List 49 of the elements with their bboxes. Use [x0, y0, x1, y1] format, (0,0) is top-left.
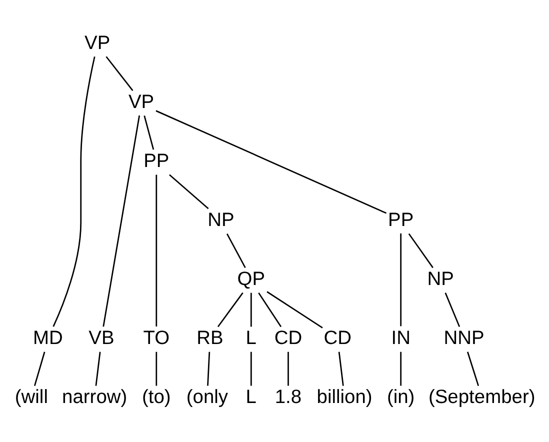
- node-text: 1.8: [274, 387, 302, 408]
- connector: [106, 56, 134, 91]
- node-text: L: [246, 328, 257, 350]
- connector: [169, 174, 209, 210]
- connector: [217, 292, 244, 328]
- connector: [338, 352, 344, 386]
- connector: [400, 352, 402, 386]
- connector: [144, 116, 154, 150]
- connector: [466, 352, 480, 386]
- connector: [266, 291, 323, 328]
- connector: [288, 352, 289, 386]
- connector: [156, 110, 387, 214]
- node-text: (only: [186, 387, 228, 408]
- connector: [250, 292, 252, 327]
- node-text: VP: [128, 92, 154, 113]
- connector: [258, 292, 282, 328]
- connector: [444, 292, 460, 327]
- node-text: VB: [88, 328, 114, 350]
- connector: [408, 233, 434, 268]
- node-text: L: [246, 387, 257, 408]
- node-text: PP: [388, 210, 414, 232]
- connector: [156, 352, 158, 386]
- node-text: CD: [274, 328, 302, 350]
- connector: [34, 352, 46, 386]
- node-text: (in): [386, 387, 415, 408]
- node-text: RB: [196, 328, 224, 350]
- node-text: IN: [391, 328, 410, 350]
- node-text: MD: [32, 328, 63, 350]
- node-text: narrow): [62, 387, 128, 408]
- connector: [95, 352, 101, 386]
- connector: [226, 233, 246, 268]
- connector: [207, 352, 210, 386]
- node-text: (will: [14, 387, 48, 408]
- node-text: TO: [143, 328, 170, 350]
- connector: [400, 233, 402, 326]
- node-text: NP: [208, 210, 234, 232]
- connector: [102, 115, 140, 327]
- connector: [250, 352, 252, 386]
- node-text: NP: [427, 269, 454, 290]
- node-text: (September): [428, 387, 536, 408]
- connector: [52, 56, 96, 327]
- node-text: QP: [237, 269, 266, 290]
- node-text: CD: [324, 328, 352, 350]
- node-text: VP: [84, 32, 110, 54]
- node-text: billion): [316, 387, 372, 408]
- node-text: (to): [142, 387, 171, 408]
- node-text: NNP: [444, 328, 484, 350]
- connector: [156, 174, 158, 326]
- node-text: PP: [144, 151, 170, 172]
